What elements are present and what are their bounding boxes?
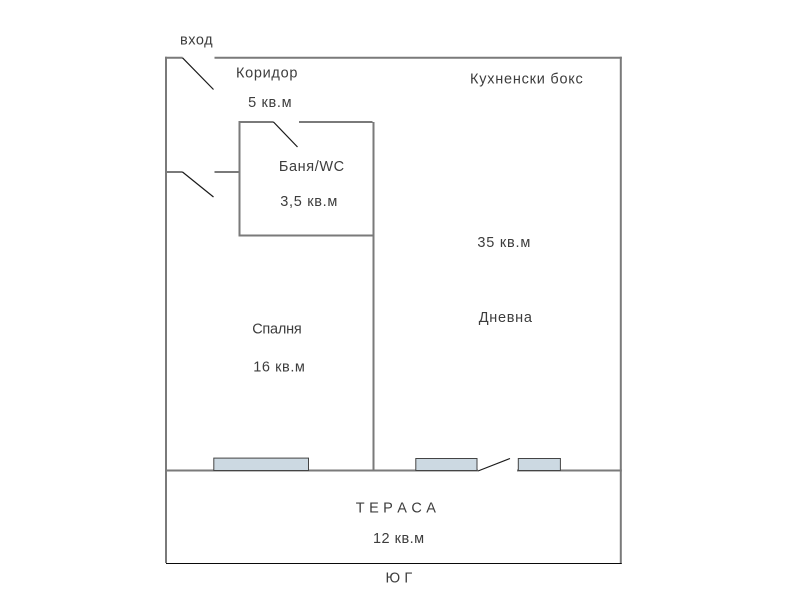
svg-text:Кухненски бокс: Кухненски бокс: [470, 72, 583, 88]
svg-text:Баня/WC: Баня/WC: [279, 159, 344, 175]
svg-text:12 кв.м: 12 кв.м: [373, 531, 424, 547]
svg-text:Ю Г: Ю Г: [386, 571, 413, 587]
svg-text:Спалня: Спалня: [252, 321, 302, 337]
svg-text:5 кв.м: 5 кв.м: [248, 95, 292, 111]
svg-text:Коридор: Коридор: [236, 65, 297, 81]
svg-text:16 кв.м: 16 кв.м: [253, 359, 305, 375]
svg-text:Т Е Р А С А: Т Е Р А С А: [356, 500, 436, 516]
svg-text:3,5 кв.м: 3,5 кв.м: [280, 194, 337, 210]
svg-text:вход: вход: [180, 33, 213, 49]
svg-text:35 кв.м: 35 кв.м: [477, 235, 530, 251]
svg-text:Дневна: Дневна: [479, 310, 533, 326]
